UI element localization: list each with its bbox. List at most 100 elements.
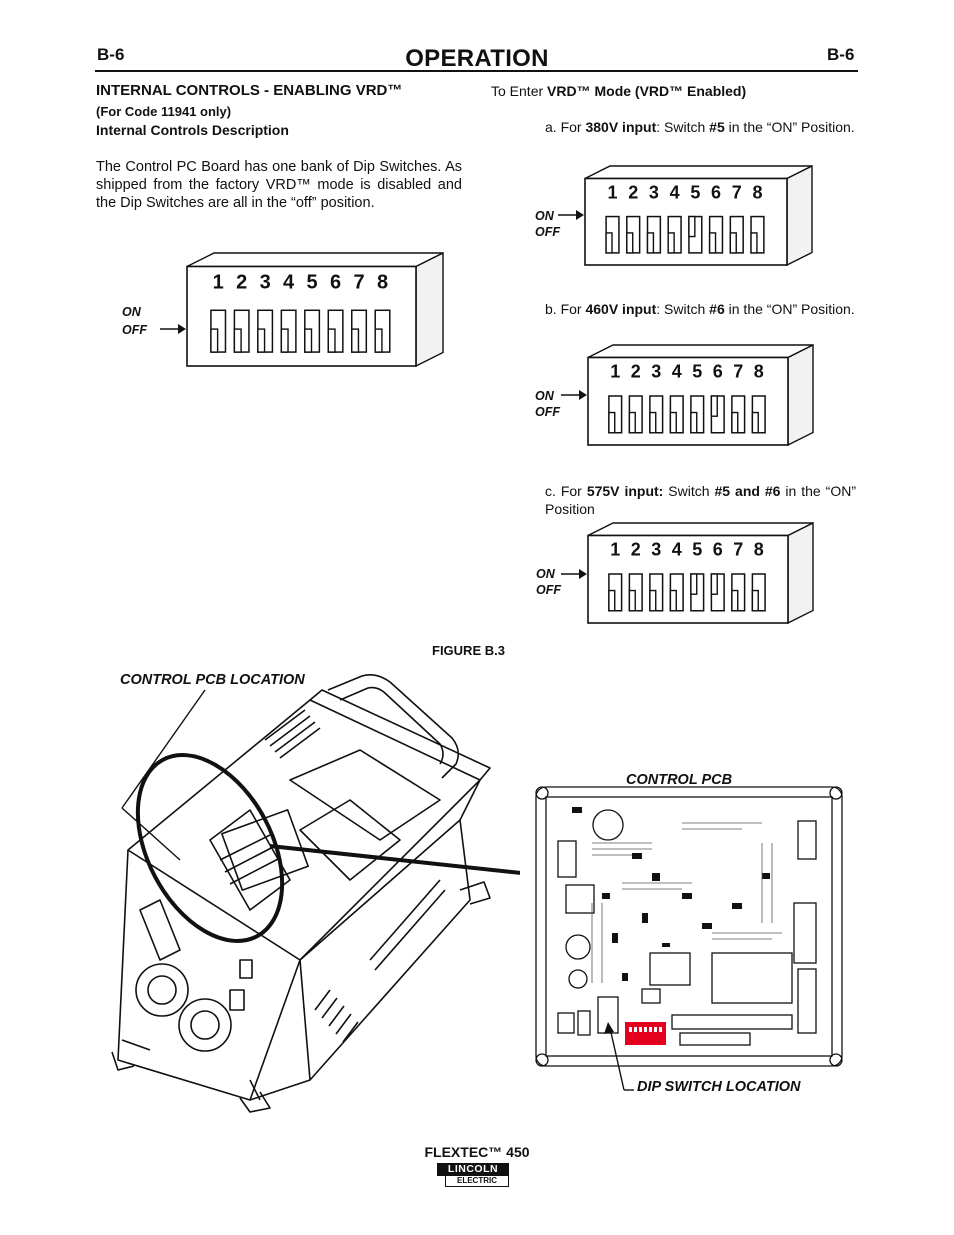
dip-switch-lever-3 xyxy=(649,411,657,434)
dip-switch-lever-3 xyxy=(649,589,657,612)
dip-switch-lever-4 xyxy=(280,328,289,353)
dip-number-5: 5 xyxy=(692,362,702,382)
dip-number-7: 7 xyxy=(732,183,742,203)
dip-number-6: 6 xyxy=(330,272,341,294)
dip-number-4: 4 xyxy=(283,272,295,294)
vrd-intro: To Enter VRD™ Mode (VRD™ Enabled) xyxy=(491,83,747,99)
dip-switch-lever-6 xyxy=(327,328,336,353)
dip-number-6: 6 xyxy=(713,540,723,560)
control-pcb-location-label: CONTROL PCB LOCATION xyxy=(120,672,305,688)
dip-number-1: 1 xyxy=(610,362,620,382)
subsection-title: Internal Controls Description xyxy=(96,122,289,138)
dip-number-5: 5 xyxy=(690,183,700,203)
on-label: ON xyxy=(122,305,141,319)
dip-number-6: 6 xyxy=(713,362,723,382)
dip-number-8: 8 xyxy=(754,540,764,560)
dip-number-8: 8 xyxy=(752,183,762,203)
dip-number-5: 5 xyxy=(692,540,702,560)
off-label-b: OFF xyxy=(535,405,560,419)
dip-switch-lever-1 xyxy=(608,589,616,612)
dip-number-3: 3 xyxy=(260,272,271,294)
on-arrow-icon-a xyxy=(558,210,584,220)
dip-switch-lever-7 xyxy=(351,328,360,353)
dip-switch-lever-5 xyxy=(304,328,313,353)
dip-number-6: 6 xyxy=(711,183,721,203)
dip-switch-lever-8 xyxy=(750,232,758,254)
step-b: b. For 460V input: Switch #6 in the “ON”… xyxy=(545,301,855,317)
off-label-c: OFF xyxy=(536,583,561,597)
dip-switch-lever-4 xyxy=(669,411,677,434)
machine-illustration xyxy=(111,674,520,1113)
dip-number-2: 2 xyxy=(631,362,641,382)
dip-number-8: 8 xyxy=(377,272,388,294)
dip-number-2: 2 xyxy=(628,183,638,203)
on-arrow-icon-c xyxy=(561,569,587,579)
dip-switch-lever-6 xyxy=(708,232,717,254)
dip-switch-lever-2 xyxy=(628,411,636,434)
dip-number-5: 5 xyxy=(307,272,318,294)
section-title: INTERNAL CONTROLS - ENABLING VRD™ xyxy=(96,82,403,99)
dip-number-7: 7 xyxy=(733,362,743,382)
dip-number-3: 3 xyxy=(651,362,661,382)
dip-number-1: 1 xyxy=(610,540,620,560)
dip-switch-lever-7 xyxy=(729,232,737,254)
on-arrow-icon-b xyxy=(561,390,587,400)
dip-number-4: 4 xyxy=(672,540,682,560)
dip-switch-lever-1 xyxy=(608,411,616,434)
dip-number-1: 1 xyxy=(213,272,224,294)
dip-number-2: 2 xyxy=(631,540,641,560)
dip-switch-lever-6 xyxy=(710,395,718,417)
dip-switch-lever-5 xyxy=(690,411,698,434)
dip-switch-lever-2 xyxy=(233,328,242,353)
step-a: a. For 380V input: Switch #5 in the “ON”… xyxy=(545,119,855,135)
dip-switch-lever-3 xyxy=(257,328,266,353)
dip-switch-lever-7 xyxy=(731,411,739,434)
dip-number-7: 7 xyxy=(353,272,364,294)
dip-number-3: 3 xyxy=(649,183,659,203)
dip-switch-lever-5 xyxy=(688,215,696,238)
step-c: c. For 575V input: Switch #5 and #6 in t… xyxy=(545,483,857,517)
control-pcb-drawing xyxy=(535,786,843,1067)
logo-top: LINCOLN xyxy=(437,1163,509,1176)
off-arrow-icon xyxy=(160,324,186,334)
dip-switch-lever-8 xyxy=(374,328,383,353)
code-note: (For Code 11941 only) xyxy=(96,104,232,119)
dip-switch-lever-2 xyxy=(628,589,636,612)
dip-number-1: 1 xyxy=(608,183,618,203)
dip-switch-lever-3 xyxy=(646,232,655,254)
header-rule xyxy=(95,70,858,72)
product-name: FLEXTEC™ 450 xyxy=(424,1144,530,1160)
control-pcb-label: CONTROL PCB xyxy=(626,772,733,788)
on-label-b: ON xyxy=(535,389,554,403)
dip-switch-lever-1 xyxy=(605,232,613,254)
on-label-a: ON xyxy=(535,209,554,223)
dip-number-4: 4 xyxy=(670,183,680,203)
dip-number-3: 3 xyxy=(651,540,661,560)
dip-switch-lever-6 xyxy=(710,573,718,595)
dip-number-2: 2 xyxy=(236,272,247,294)
dip-switch-lever-7 xyxy=(731,589,739,612)
dip-switch-lever-8 xyxy=(751,589,759,612)
description-paragraph: The Control PC Board has one bank of Dip… xyxy=(96,159,462,211)
dip-switch-lever-8 xyxy=(751,411,759,434)
on-label-c: ON xyxy=(536,567,555,581)
dip-location-arrow-icon xyxy=(604,1022,634,1091)
dip-number-4: 4 xyxy=(672,362,682,382)
figure-caption: FIGURE B.3 xyxy=(432,643,505,658)
off-label-a: OFF xyxy=(535,225,560,239)
dip-number-8: 8 xyxy=(754,362,764,382)
logo-bottom: ELECTRIC xyxy=(445,1176,509,1187)
dip-switch-lever-4 xyxy=(667,232,675,254)
lincoln-electric-logo: LINCOLN ELECTRIC xyxy=(437,1163,509,1187)
page-number-right: B-6 xyxy=(827,45,855,64)
dip-switch-lever-5 xyxy=(690,573,698,595)
off-label: OFF xyxy=(122,323,147,337)
dip-switch-lever-4 xyxy=(669,589,677,612)
dip-switch-location-label: DIP SWITCH LOCATION xyxy=(637,1079,801,1095)
page-number-left: B-6 xyxy=(97,45,125,64)
page-title: OPERATION xyxy=(405,45,549,72)
